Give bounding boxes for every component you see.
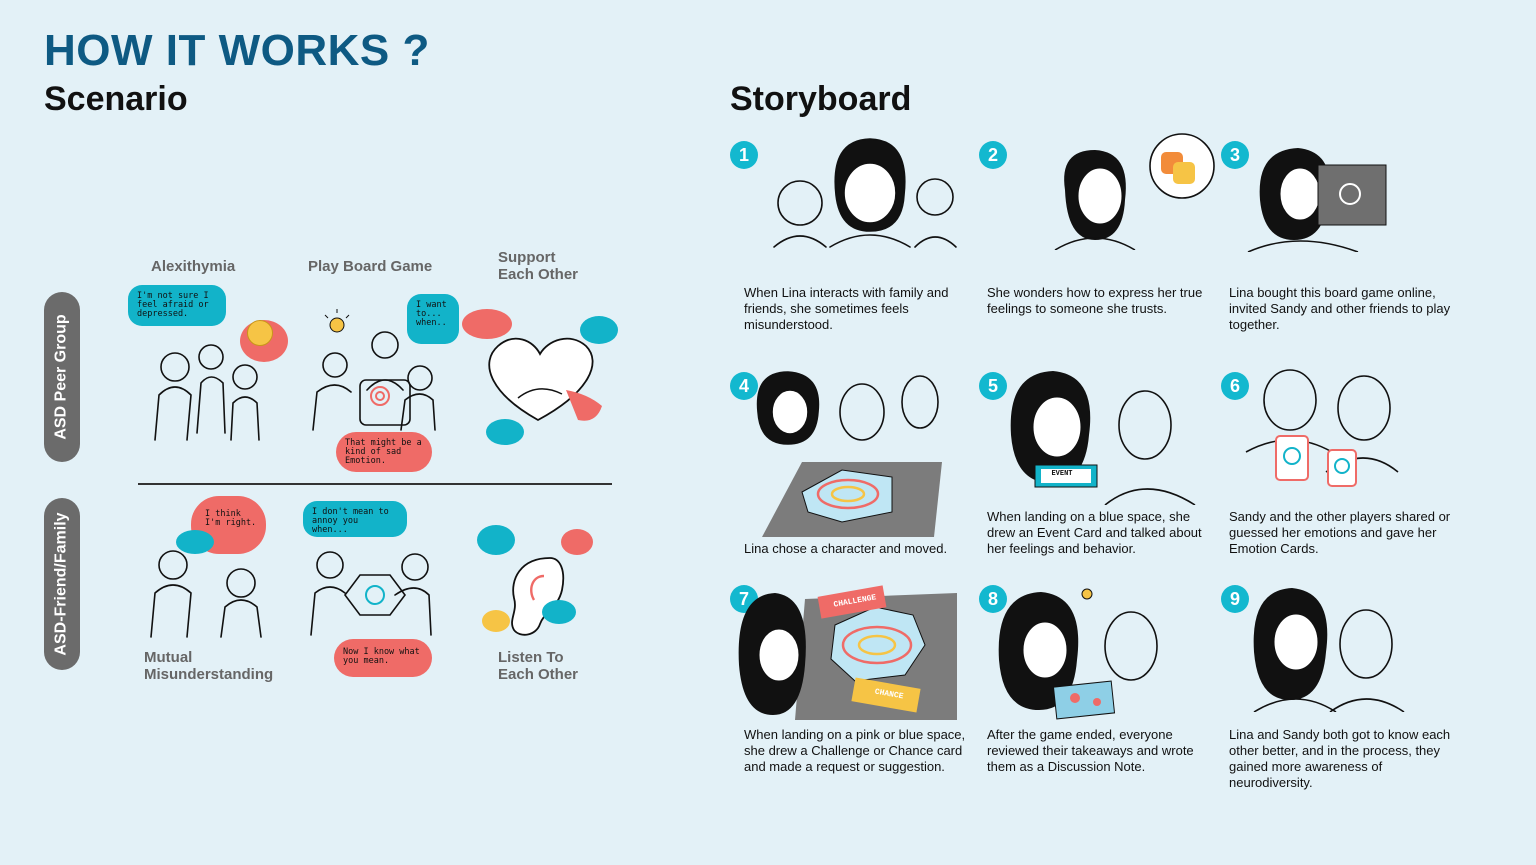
step-number-2: 2 bbox=[979, 141, 1007, 169]
step-number-4: 4 bbox=[730, 372, 758, 400]
speech-bubble-i-want-to: I want to... when.. bbox=[407, 294, 459, 344]
teal-bubble-decor bbox=[580, 316, 618, 344]
yellow-bubble-decor bbox=[482, 610, 510, 632]
ear-icon bbox=[511, 557, 565, 636]
page-title: HOW IT WORKS ? bbox=[44, 26, 430, 75]
panel-3-caption: Lina bought this board game online, invi… bbox=[1229, 285, 1451, 332]
panel-6-caption: Sandy and the other players shared or gu… bbox=[1229, 509, 1451, 556]
teal-bubble-decor-3 bbox=[176, 530, 214, 554]
panel-2-illustration bbox=[1054, 133, 1215, 250]
confused-people-illustration bbox=[154, 344, 260, 441]
panel-4-caption: Lina chose a character and moved. bbox=[744, 541, 948, 556]
panel-2-caption: She wonders how to express her true feel… bbox=[987, 285, 1203, 316]
panel-5-caption: When landing on a blue space, she drew a… bbox=[987, 509, 1202, 556]
coral-bubble-decor-2 bbox=[561, 529, 593, 555]
panel-8-illustration bbox=[998, 588, 1158, 720]
panel-5-illustration bbox=[1010, 371, 1196, 505]
scenario-heading: Scenario bbox=[44, 80, 188, 118]
step-number-3: 3 bbox=[1221, 141, 1249, 169]
column-label-support-each-other: Support Each Other bbox=[498, 249, 579, 283]
event-card-label: EVENT bbox=[1051, 470, 1073, 478]
panel-3-illustration bbox=[1247, 148, 1387, 252]
panel-1-illustration bbox=[773, 138, 957, 248]
row-label-asd-friend-family: ASD-Friend/Family bbox=[44, 498, 80, 670]
panel-7-caption: When landing on a pink or blue space, sh… bbox=[744, 727, 966, 774]
step-number-5: 5 bbox=[979, 372, 1007, 400]
lightbulb-icon bbox=[324, 309, 350, 333]
panel-6-illustration bbox=[1245, 369, 1399, 487]
step-number-8: 8 bbox=[979, 585, 1007, 613]
column-label-play-board-game: Play Board Game bbox=[308, 258, 433, 275]
row-label-asd-peer-group: ASD Peer Group bbox=[44, 292, 80, 462]
friends-board-game-illustration bbox=[310, 551, 432, 636]
speech-bubble-dont-mean: I don't mean to annoy you when... bbox=[303, 501, 407, 537]
scenario-divider bbox=[138, 483, 612, 485]
panel-1-caption: When Lina interacts with family and frie… bbox=[744, 285, 949, 332]
worried-face-icon bbox=[247, 320, 273, 346]
panel-8-caption: After the game ended, everyone reviewed … bbox=[987, 727, 1194, 774]
speech-bubble-now-i-know: Now I know what you mean. bbox=[334, 639, 432, 677]
panel-9-illustration bbox=[1253, 588, 1405, 712]
step-number-6: 6 bbox=[1221, 372, 1249, 400]
teal-bubble-decor-2 bbox=[486, 419, 524, 445]
panel-4-illustration bbox=[756, 371, 942, 537]
teal-bubble-decor-5 bbox=[542, 600, 576, 624]
storyboard-heading: Storyboard bbox=[730, 80, 912, 118]
step-number-1: 1 bbox=[730, 141, 758, 169]
label-mutual-misunderstanding: Mutual Misunderstanding bbox=[144, 649, 274, 683]
teal-bubble-decor-4 bbox=[477, 525, 515, 555]
handshake-heart-icon bbox=[488, 337, 602, 422]
speech-bubble-sad-emotion: That might be a kind of sad Emotion. bbox=[336, 432, 432, 472]
speech-bubble-not-sure: I'm not sure I feel afraid or depressed. bbox=[128, 285, 226, 326]
step-number-9: 9 bbox=[1221, 585, 1249, 613]
column-label-alexithymia: Alexithymia bbox=[151, 258, 236, 275]
panel-9-caption: Lina and Sandy both got to know each oth… bbox=[1229, 727, 1451, 790]
coral-bubble-decor bbox=[462, 309, 512, 339]
misunderstanding-people-illustration bbox=[150, 550, 262, 638]
board-game-players-illustration bbox=[312, 331, 436, 431]
label-listen-to-each-other: Listen To Each Other bbox=[498, 649, 579, 683]
panel-7-illustration bbox=[738, 585, 957, 720]
